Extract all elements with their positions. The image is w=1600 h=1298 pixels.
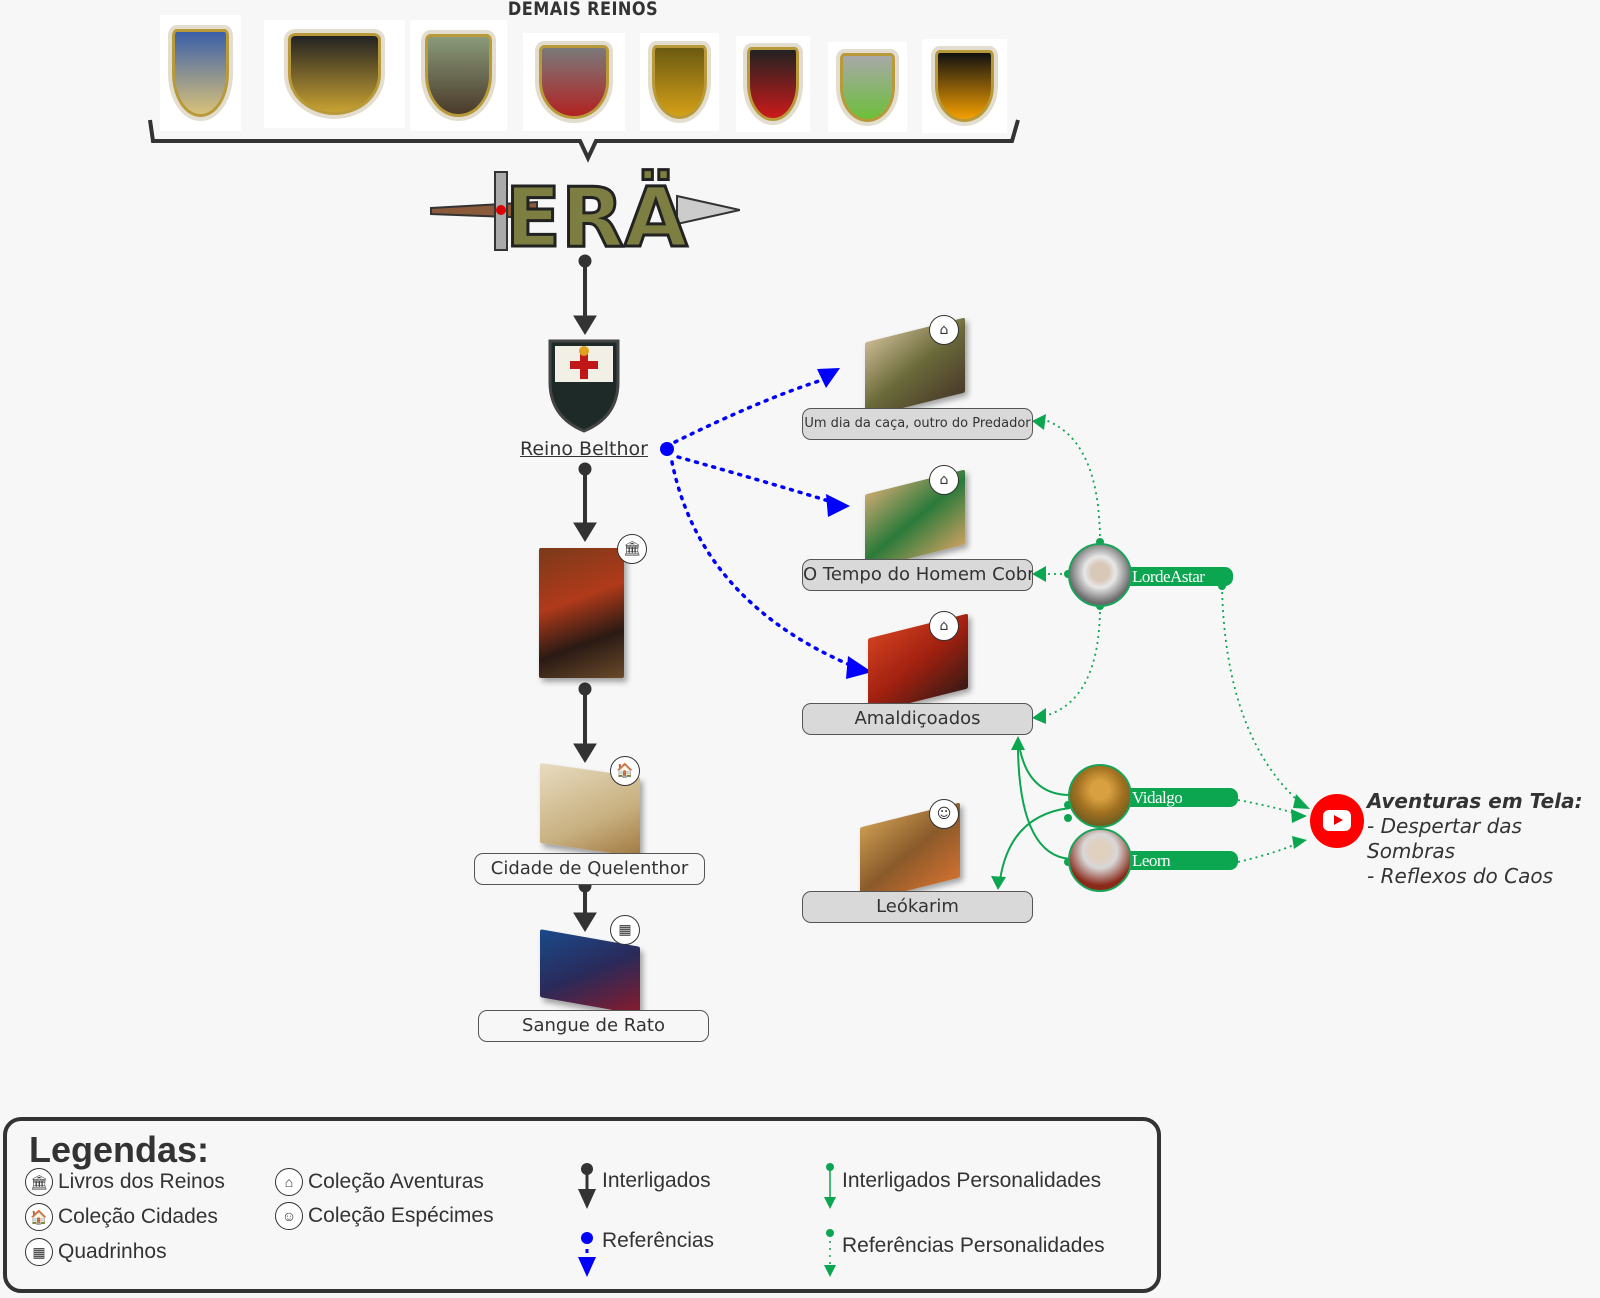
colecao-cidades-icon: 🏠 xyxy=(25,1203,53,1231)
lorde-astar-label[interactable]: LordeAstar xyxy=(1128,567,1233,586)
crest-shield xyxy=(287,33,382,115)
personalidades-arrowheads xyxy=(991,414,1310,890)
legend-line-samples-1 xyxy=(578,1163,596,1277)
legend-interligados: Interligados xyxy=(602,1169,711,1192)
youtube-icon[interactable] xyxy=(1310,794,1364,848)
predador-box[interactable]: Um dia da caça, outro do Predador xyxy=(802,408,1033,440)
tela-item[interactable]: - Despertar das Sombras xyxy=(1367,814,1522,863)
referencias-arrows xyxy=(660,378,852,667)
kingdom-crest[interactable] xyxy=(736,36,810,132)
colecao-especimes-icon: ☺ xyxy=(275,1202,303,1230)
belthor-shield xyxy=(546,337,622,433)
reino-belthor-label[interactable]: Reino Belthor xyxy=(520,438,648,460)
vidalgo-label[interactable]: Vidalgo xyxy=(1128,788,1238,807)
colecao-aventuras-icon: ⌂ xyxy=(929,465,959,495)
crest-shield xyxy=(425,33,492,118)
kingdom-crest[interactable] xyxy=(922,39,1007,133)
quadrinhos-icon: ▦ xyxy=(610,915,640,945)
leokarim-box[interactable]: Leókarim xyxy=(802,891,1033,923)
legend-panel: Legendas: 🏛Livros dos Reinos 🏠Coleção Ci… xyxy=(3,1117,1161,1293)
colecao-aventuras-icon: ⌂ xyxy=(275,1168,303,1196)
vidalgo-avatar[interactable] xyxy=(1068,764,1132,828)
kingdom-crest[interactable] xyxy=(640,33,719,131)
era-logo: ERÄ xyxy=(427,168,741,268)
demais-reinos-title: DEMAIS REINOS xyxy=(507,0,659,20)
legend-line-samples-2 xyxy=(824,1163,836,1277)
legend-item: ☺Coleção Espécimes xyxy=(275,1202,494,1230)
colecao-aventuras-icon: ⌂ xyxy=(929,315,959,345)
quadrinhos-icon: ▦ xyxy=(25,1238,53,1266)
tela-item[interactable]: - Reflexos do Caos xyxy=(1367,864,1554,888)
kingdom-crest[interactable] xyxy=(523,33,625,131)
legend-referencias: Referências xyxy=(602,1229,715,1252)
crest-shield xyxy=(539,44,609,120)
legend-referencias-personalidades: Referências Personalidades xyxy=(842,1234,1105,1257)
amaldicoados-box[interactable]: Amaldiçoados xyxy=(802,703,1033,735)
crest-shield xyxy=(935,50,994,122)
crest-shield xyxy=(172,29,229,117)
kingdoms-bracket xyxy=(148,119,1020,163)
legend-item: ⌂Coleção Aventuras xyxy=(275,1168,484,1196)
lorde-astar-avatar[interactable] xyxy=(1068,543,1132,607)
leorn-label[interactable]: Leorn xyxy=(1128,851,1238,870)
logo-text: ERÄ xyxy=(505,170,688,260)
sangue-de-rato-box[interactable]: Sangue de Rato xyxy=(478,1010,709,1042)
legend-item: ▦Quadrinhos xyxy=(25,1238,167,1266)
kingdom-crest[interactable] xyxy=(410,20,507,131)
kingdom-crest[interactable] xyxy=(828,42,907,132)
crest-shield xyxy=(652,44,707,120)
cidade-quelenthor-box[interactable]: Cidade de Quelenthor xyxy=(474,853,705,885)
livro-belthor-cover[interactable] xyxy=(539,548,624,678)
leorn-avatar[interactable] xyxy=(1068,828,1132,892)
crest-shield xyxy=(840,52,895,122)
colecao-especimes-icon: ☺ xyxy=(929,799,959,829)
kingdom-crest[interactable] xyxy=(264,20,405,128)
crest-shield xyxy=(747,47,799,121)
colecao-aventuras-icon: ⌂ xyxy=(929,611,959,641)
colecao-cidades-icon: 🏠 xyxy=(610,756,640,786)
livros-dos-reinos-icon: 🏛 xyxy=(617,534,647,564)
legend-item: 🏠Coleção Cidades xyxy=(25,1203,218,1231)
aventuras-em-tela: Aventuras em Tela: - Despertar das Sombr… xyxy=(1367,789,1600,889)
interligados-arrows xyxy=(573,254,597,932)
livros-dos-reinos-icon: 🏛 xyxy=(25,1168,53,1196)
legend-title: Legendas: xyxy=(29,1129,210,1170)
legend-interligados-personalidades: Interligados Personalidades xyxy=(842,1169,1102,1192)
kingdom-crest[interactable] xyxy=(160,15,241,131)
homem-cobra-box[interactable]: O Tempo do Homem Cobra xyxy=(802,559,1033,591)
legend-item: 🏛Livros dos Reinos xyxy=(25,1168,225,1196)
tela-title: Aventuras em Tela: xyxy=(1367,789,1583,813)
